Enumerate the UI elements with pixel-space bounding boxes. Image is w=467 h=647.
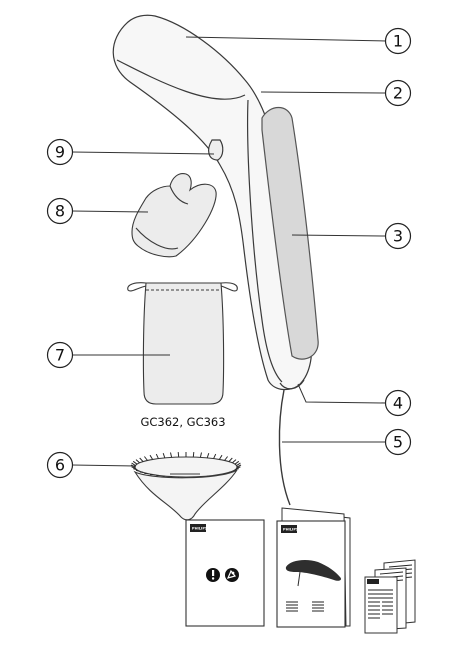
callout-2: 2: [384, 79, 412, 107]
steamer-head-seam: [116, 59, 246, 100]
glove-thumb-line: [169, 185, 189, 205]
leaflet-brand: PHILIPS: [192, 527, 208, 531]
callout-1-number: 1: [393, 32, 403, 51]
manual-text-lines: [286, 601, 324, 612]
callout-6: 6: [46, 451, 74, 479]
leader-3: [291, 234, 387, 237]
callout-2-number: 2: [393, 84, 403, 103]
user-manual: PHILIPS: [276, 507, 351, 628]
callout-6-number: 6: [55, 456, 65, 475]
safety-leaflet: PHILIPS: [185, 519, 265, 627]
leader-6: [71, 464, 137, 467]
callout-8: 8: [46, 197, 74, 225]
manual-steamer-thumbnail: [285, 559, 342, 581]
leader-2: [260, 91, 387, 94]
leaflet-stack-front: [364, 576, 398, 634]
leader-1: [185, 36, 387, 42]
callout-5: 5: [384, 428, 412, 456]
callout-4: 4: [384, 389, 412, 417]
callout-7-number: 7: [55, 346, 65, 365]
glove-body: [131, 173, 217, 258]
pouch-cord-right: [220, 282, 238, 292]
storage-pouch: [127, 282, 238, 405]
protective-glove: [131, 173, 217, 258]
leader-8: [71, 210, 149, 213]
callout-3: 3: [384, 222, 412, 250]
callout-1: 1: [384, 27, 412, 55]
callout-7: 7: [46, 341, 74, 369]
leaflet-stack-text: [368, 589, 393, 619]
pouch-body: [142, 282, 225, 405]
leader-4: [297, 383, 387, 404]
recycle-icon: [225, 568, 239, 582]
steamer-outline: [112, 14, 313, 391]
glove-cuff-line: [135, 227, 179, 250]
brush-accessory: [130, 452, 242, 521]
leader-9: [71, 151, 215, 155]
callout-9-number: 9: [55, 143, 65, 162]
manual-thumbnail-cord: [297, 571, 301, 587]
brush-body: [133, 469, 238, 521]
callout-4-number: 4: [393, 394, 403, 413]
power-cord: [278, 389, 291, 506]
callout-8-number: 8: [55, 202, 65, 221]
quick-start-leaflets: [364, 559, 416, 634]
steamer-side-contour: [247, 99, 283, 383]
model-label: GC362, GC363: [140, 415, 225, 429]
leaflet-cover: [185, 519, 265, 627]
leader-lines: [71, 36, 387, 467]
pouch-cord-left: [127, 282, 147, 292]
steamer-handheld: [112, 14, 319, 506]
manual-brand-bar: [281, 525, 297, 533]
steamer-collar: [279, 379, 305, 390]
callout-3-number: 3: [393, 227, 403, 246]
callout-9: 9: [46, 138, 74, 166]
leaflet-brand-bar: [190, 524, 206, 532]
warning-icon: [206, 568, 220, 582]
callout-5-number: 5: [393, 433, 403, 452]
manual-brand: PHILIPS: [283, 528, 299, 532]
leaflet-stack-brand-bar: [367, 579, 379, 584]
steam-plate: [261, 106, 319, 360]
steam-trigger: [208, 139, 224, 161]
